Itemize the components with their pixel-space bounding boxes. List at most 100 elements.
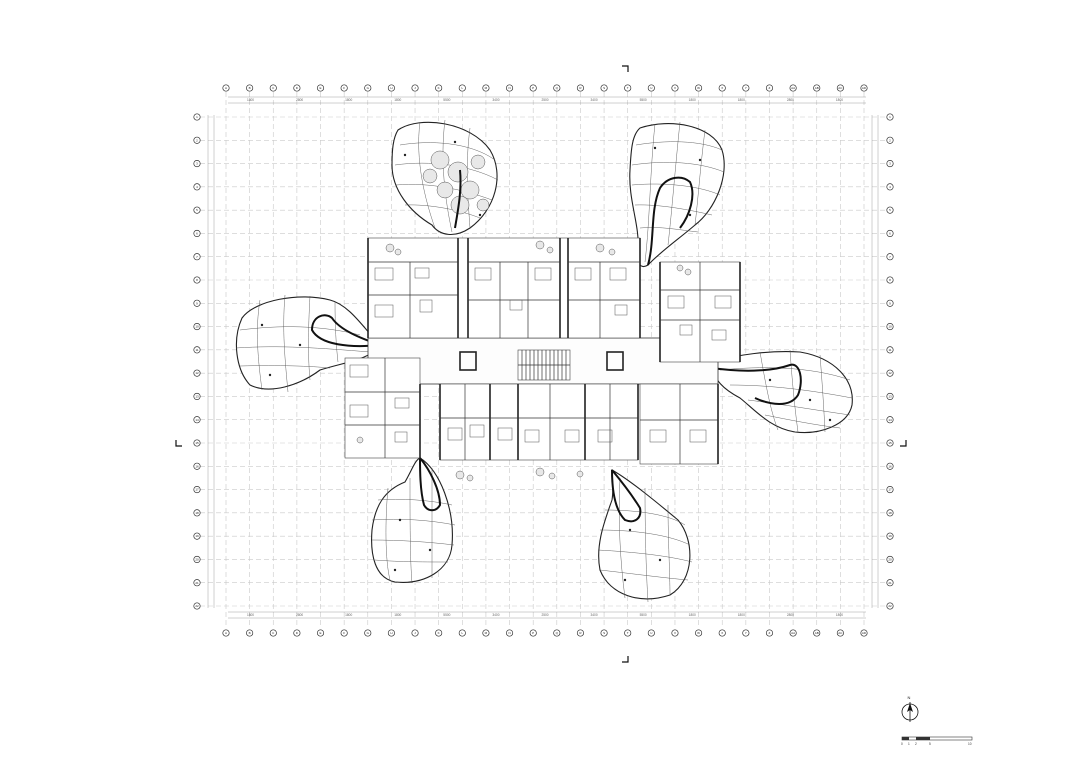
- grid-bubble-top-Z: Z: [765, 84, 774, 92]
- grid-bubble-right-22-label: 22: [888, 604, 892, 608]
- grid-bubble-top-AA: AA: [789, 84, 797, 92]
- dimension-value: 3400: [492, 98, 499, 102]
- dimension-value: 2800: [787, 98, 794, 102]
- grid-bubble-top-G: G: [364, 84, 372, 92]
- grid-bubble-top-M-label: M: [485, 86, 488, 90]
- grid-bubble-left-22: 22: [193, 602, 201, 610]
- grid-bubble-top-C-label: C: [272, 86, 275, 90]
- grid-bubble-left-3-label: 3: [196, 162, 198, 166]
- grid-bubble-right-17: 17: [886, 486, 894, 494]
- dimension-value: 2800: [787, 613, 794, 617]
- grid-bubble-right-15-label: 15: [888, 441, 892, 445]
- grid-bubble-top-P-label: P: [532, 86, 534, 90]
- lift-east: [606, 351, 624, 371]
- grid-bubble-top-X: X: [718, 84, 726, 92]
- grid-bubble-top-U-label: U: [650, 86, 652, 90]
- grid-bubble-right-10: 10: [886, 323, 894, 331]
- grid-bubble-top-B: B: [246, 84, 254, 92]
- grid-bubble-top-AD: AD: [860, 84, 868, 92]
- grid-bubble-bottom-H: H: [387, 629, 395, 637]
- grid-bubble-left-2: 2: [193, 136, 201, 144]
- pod-north-east: [629, 121, 725, 268]
- column-dots: [260, 140, 832, 582]
- grid-bubble-left-13-label: 13: [195, 395, 199, 399]
- dimension-value: 1800: [738, 98, 745, 102]
- lift-west: [459, 351, 477, 371]
- grid-bubble-top-G-label: G: [367, 86, 370, 90]
- grid-bubble-right-3-label: 3: [889, 162, 891, 166]
- grid-bubble-bottom-J-label: J: [414, 631, 416, 635]
- grid-bubble-bottom-C: C: [269, 629, 277, 637]
- grid-bubble-left-8: 8: [193, 276, 201, 284]
- grid-bubble-bottom-F: F: [340, 629, 348, 637]
- grid-bubble-bottom-D: D: [293, 629, 301, 637]
- grid-bubble-bottom-G: G: [364, 629, 372, 637]
- dimension-value: 1800: [394, 613, 401, 617]
- grid-bubble-bottom-X: X: [718, 629, 726, 637]
- dimension-value: 1800: [394, 98, 401, 102]
- grid-bubble-top-U: U: [647, 84, 655, 92]
- grid-bubble-top-S: S: [600, 84, 608, 92]
- grid-bubble-right-7: 7: [886, 253, 894, 261]
- dimension-value: 1800: [836, 613, 843, 617]
- grid-bubble-top-AB-label: AB: [815, 86, 819, 90]
- grid-bubble-right-5-label: 5: [889, 208, 891, 212]
- grid-bubble-left-12: 12: [193, 369, 201, 377]
- grid-bubble-bottom-T-label: T: [627, 631, 629, 635]
- grid-bubble-left-12-label: 12: [195, 371, 199, 375]
- grid-bubble-top-J-label: J: [414, 86, 416, 90]
- dimension-side-right: [871, 115, 879, 608]
- grid-bubble-top-AA-label: AA: [791, 86, 795, 90]
- grid-bubble-top-F: F: [340, 84, 348, 92]
- grid-bubble-left-22-label: 22: [195, 604, 199, 608]
- scale-label-1: 1: [908, 742, 910, 746]
- grid-bubble-bottom-C-label: C: [272, 631, 275, 635]
- scale-label-10: 10: [968, 742, 972, 746]
- grid-bubble-left-10: 10: [193, 323, 201, 331]
- dimension-value: 2500: [541, 98, 548, 102]
- grid-bubble-bottom-H-label: H: [390, 631, 392, 635]
- grid-bubble-bottom-P: P: [529, 629, 537, 637]
- dimension-value: 5500: [640, 613, 647, 617]
- grid-bubble-top-H: H: [387, 84, 395, 92]
- grid-bubble-right-1: 1: [886, 113, 894, 121]
- grid-bubble-bottom-W: W: [695, 629, 703, 637]
- north-arrow: N: [901, 695, 919, 722]
- grid-bubble-top-AC: AC: [836, 84, 844, 92]
- grid-bubble-top-C: C: [269, 84, 277, 92]
- grid-bubble-top-AC-label: AC: [838, 86, 843, 90]
- grid-bubble-left-7: 7: [193, 253, 201, 261]
- grid-bubble-left-20-label: 20: [195, 558, 199, 562]
- grid-bubble-left-10-label: 10: [195, 325, 199, 329]
- grid-bubble-left-19-label: 19: [195, 534, 199, 538]
- grid-bubble-right-10-label: 10: [888, 325, 892, 329]
- grid-bubble-bottom-F-label: F: [343, 631, 345, 635]
- grid-bubble-right-12-label: 12: [888, 371, 892, 375]
- grid-bubble-bottom-L: L: [458, 629, 466, 637]
- dimension-side-left: [207, 115, 215, 608]
- dimension-value: 2800: [296, 613, 303, 617]
- dimension-value: 1800: [345, 613, 352, 617]
- grid-bubble-bottom-R-label: R: [579, 631, 582, 635]
- grid-bubble-left-7-label: 7: [196, 255, 198, 259]
- grid-bubble-left-15: 15: [193, 439, 201, 447]
- grid-bubble-bottom-P-label: P: [532, 631, 534, 635]
- grid-bubble-right-9: 9: [886, 299, 894, 307]
- grid-bubble-bottom-V: V: [671, 629, 679, 637]
- grid-bubble-top-Y-label: Y: [745, 86, 747, 90]
- grid-bubble-top-L-label: L: [461, 86, 463, 90]
- dimension-value: 3400: [492, 613, 499, 617]
- grid-bubble-bottom-Z: Z: [765, 629, 774, 637]
- grid-bubble-bottom-AB-label: AB: [815, 631, 819, 635]
- grid-bubble-left-5: 5: [193, 206, 201, 214]
- grid-bubble-right-8: 8: [886, 276, 894, 284]
- grid-bubble-bottom-R: R: [576, 629, 584, 637]
- pod-south-east: [597, 469, 693, 603]
- pod-south-west: [371, 457, 456, 584]
- grid-bubble-bottom-J: J: [411, 629, 419, 637]
- grid-bubble-top-K-label: K: [438, 86, 440, 90]
- grid-bubble-top-J: J: [411, 84, 419, 92]
- dimension-value: 1800: [345, 98, 352, 102]
